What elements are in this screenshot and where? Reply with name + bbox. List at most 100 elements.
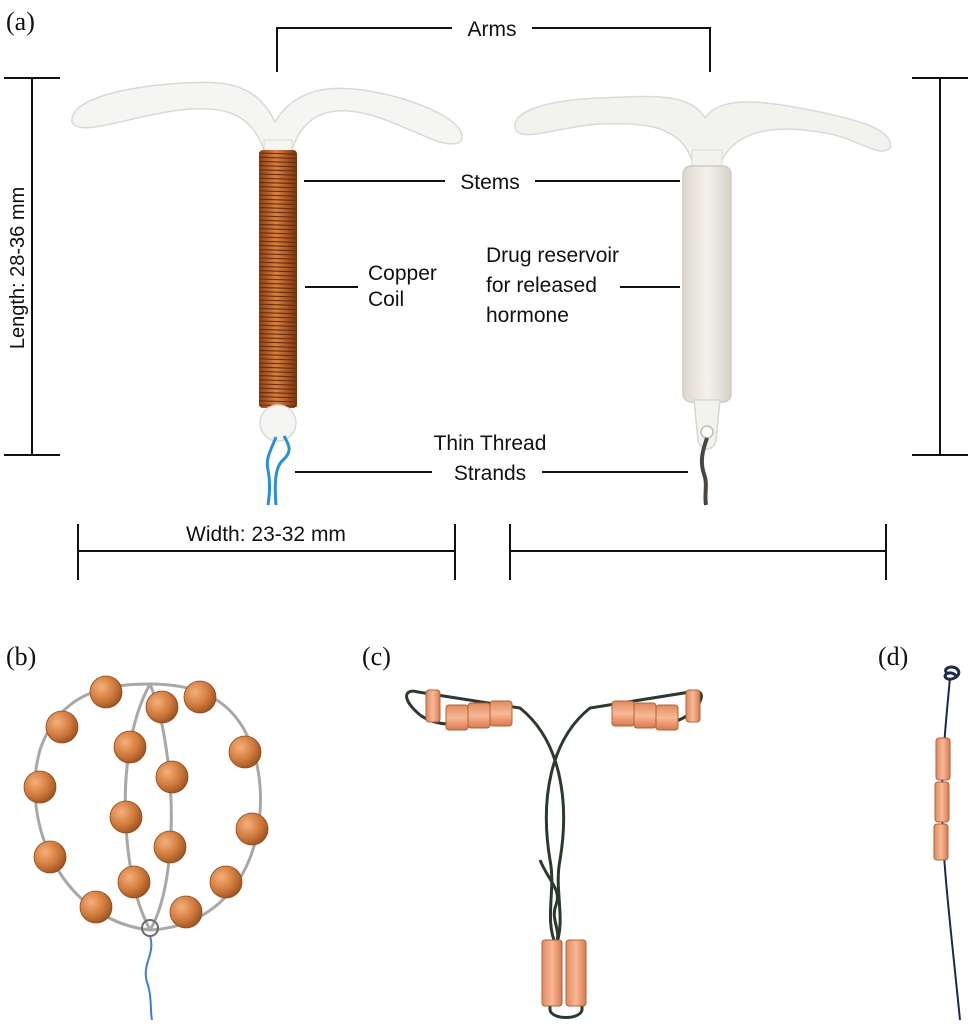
coil-winding — [258, 160, 298, 164]
copper-bead — [155, 760, 189, 794]
copper-bead — [183, 680, 217, 714]
coil-winding — [258, 303, 298, 306]
coil-winding — [258, 320, 298, 323]
copper-sleeves-frameless — [933, 737, 951, 861]
coil-winding — [258, 349, 298, 353]
coil-winding — [258, 383, 298, 386]
copper-sleeve — [934, 781, 950, 823]
copper-beads — [23, 675, 269, 929]
copper-bead — [89, 675, 123, 709]
copper-bead — [45, 710, 79, 744]
coil-winding — [258, 291, 298, 294]
copper-bead — [145, 690, 179, 724]
hormonal-iud — [514, 95, 891, 506]
coil-winding — [258, 391, 298, 395]
panel-c: (c) — [362, 642, 703, 1019]
copper-bead — [23, 770, 57, 804]
coil-winding — [258, 324, 298, 327]
copper-sleeve — [935, 737, 951, 781]
coil-winding — [258, 278, 298, 281]
panel-d-label: (d) — [878, 642, 908, 671]
panel-d: (d) — [878, 642, 961, 1021]
arms-label: Arms — [468, 18, 517, 41]
copper-bead — [209, 865, 243, 899]
coil-winding — [258, 316, 298, 319]
copper-iud — [71, 81, 463, 506]
coil-winding — [258, 215, 298, 218]
copper-bead — [235, 812, 269, 846]
svg-text:Thin Thread: Thin Thread — [434, 432, 547, 455]
hormonal-iud-bottom — [693, 399, 721, 450]
copper-bead — [109, 800, 143, 834]
coil-winding — [258, 375, 298, 378]
coil-winding — [258, 341, 298, 344]
svg-text:for released: for released — [486, 274, 597, 297]
copper-iud-arms — [71, 81, 463, 151]
copper-sleeve — [933, 823, 949, 861]
copper-sleeve — [611, 700, 635, 727]
coil-winding — [258, 223, 298, 227]
copper-sleeve — [685, 689, 701, 723]
copper-sleeve — [467, 702, 491, 729]
coil-winding — [258, 337, 298, 340]
coil-winding — [258, 362, 298, 365]
coil-winding — [258, 186, 298, 189]
coil-winding — [258, 257, 298, 260]
hormonal-iud-eyelet — [700, 425, 714, 439]
copper-sleeve — [655, 704, 679, 731]
length-dimension-right — [912, 77, 968, 456]
copper-coil-windings — [258, 152, 298, 407]
copper-bead — [79, 890, 113, 924]
coil-winding — [258, 366, 298, 369]
coil-winding — [258, 198, 298, 201]
coil-winding — [258, 232, 298, 235]
coil-winding — [258, 194, 298, 197]
coil-winding — [258, 307, 298, 311]
copper-sleeve — [425, 689, 441, 723]
coil-winding — [258, 236, 298, 239]
hormonal-iud-arms — [514, 95, 891, 161]
thread-strands-label: Thin Thread Strands — [434, 432, 547, 485]
copper-bead — [113, 730, 147, 764]
coil-winding — [258, 190, 298, 193]
copper-sleeve — [445, 704, 469, 731]
copper-iud-bulb — [259, 404, 297, 442]
coil-winding — [258, 358, 298, 361]
copper-sleeve — [489, 700, 513, 727]
coil-winding — [258, 282, 298, 285]
coil-winding — [258, 354, 298, 357]
svg-text:Strands: Strands — [454, 462, 526, 485]
coil-winding — [258, 219, 298, 222]
coil-winding — [258, 253, 298, 256]
drug-reservoir — [682, 165, 732, 403]
width-dimension-right — [509, 524, 887, 580]
coil-winding — [258, 274, 298, 277]
coil-winding — [258, 333, 298, 336]
width-label: Width: 23-32 mm — [186, 523, 346, 546]
panel-b-label: (b) — [6, 642, 36, 671]
width-dimension-left — [77, 524, 456, 580]
coil-winding — [258, 270, 298, 273]
panel-b: (b) — [6, 642, 269, 1021]
coil-winding — [258, 345, 298, 348]
copper-bead — [33, 840, 67, 874]
coil-winding — [258, 295, 298, 298]
coil-winding — [258, 240, 298, 243]
arms-bracket — [276, 27, 711, 72]
coil-winding — [258, 211, 298, 214]
svg-text:Copper: Copper — [368, 262, 437, 285]
copper-sleeve — [565, 939, 587, 1007]
coil-winding — [258, 165, 298, 168]
stems-label: Stems — [460, 171, 520, 194]
svg-text:Coil: Coil — [368, 288, 404, 311]
coil-winding — [258, 312, 298, 315]
panel-a: (a) Arms Length: 28-36 mm — [4, 7, 968, 580]
copper-sleeves — [425, 689, 701, 1007]
dark-thread-strands — [699, 437, 709, 506]
coil-winding — [258, 379, 298, 382]
coil-winding — [258, 244, 298, 248]
coil-winding — [258, 265, 298, 269]
coil-winding — [258, 261, 298, 264]
coil-winding — [258, 181, 298, 185]
